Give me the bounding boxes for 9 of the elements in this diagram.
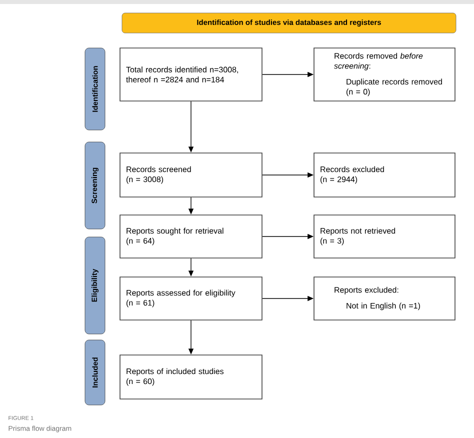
process-box: Records excluded (n = 2944) (314, 152, 456, 198)
process-box: Reports not retrieved (n = 3) (314, 214, 456, 258)
process-box: Total records identified n=3008, thereof n =2824 and n=184 (120, 48, 262, 102)
process-box: Records screened (n = 3008) (120, 152, 262, 198)
process-box: Records removed before screening: Duplicate records removed (n = 0) (314, 48, 456, 102)
process-box: Reports of included studies (n = 60) (120, 354, 262, 400)
process-box: Reports assessed for eligibility (n = 61) (120, 276, 262, 320)
process-box: Reports sought for retrieval (n = 64) (120, 214, 262, 258)
process-box: Reports excluded: Not in English (n =1) (314, 276, 456, 320)
